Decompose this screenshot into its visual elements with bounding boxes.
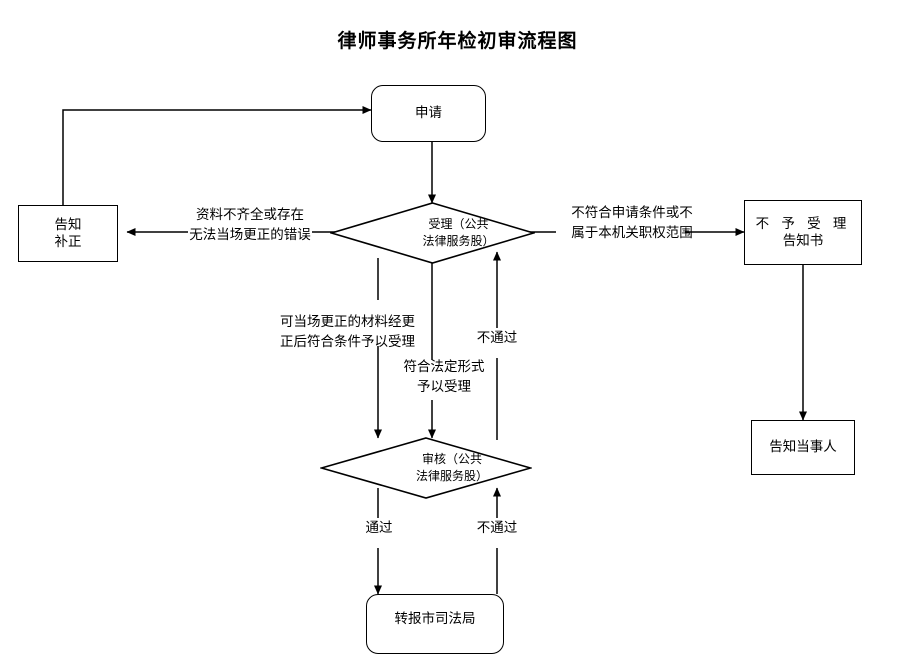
edge-label-correctable-onsite: 可当场更正的材料经更 正后符合条件予以受理 [280,314,415,350]
node-review-diamond-label: 审核（公共 法律服务股） [415,452,488,483]
node-notify-party[interactable]: 告知当事人 [751,420,855,475]
node-accept-diamond-label: 受理（公共 法律服务股） [422,217,495,248]
node-notify-party-label: 告知当事人 [769,439,837,456]
edge-label-legal-form-accept: 符合法定形式 予以受理 [403,359,485,395]
node-no-accept-notice-label-line2: 告知书 [782,232,824,249]
node-review-diamond[interactable]: 审核（公共 法律服务股） [320,437,532,499]
edge-label-incomplete-materials: 资料不齐全或存在 无法当场更正的错误 [189,207,311,243]
edge-label-not-qualified: 不符合申请条件或不 属于本机关职权范围 [571,205,693,241]
node-forward-bureau[interactable]: 转报市司法局 [366,594,504,654]
node-forward-bureau-label: 转报市司法局 [394,610,476,627]
edge-notify-correct-to-apply [62,106,372,205]
review-diamond-shape [320,437,532,499]
node-no-accept-notice-label-line1: 不 予 受 理 [755,215,851,232]
edge-label-review-fail-lower: 不通过 [476,520,518,536]
node-apply-label: 申请 [415,105,442,122]
edge-label-review-fail-upper: 不通过 [476,330,518,346]
node-notify-correct[interactable]: 告知 补正 [18,205,118,262]
node-apply[interactable]: 申请 [371,85,486,142]
edge-label-review-pass: 通过 [365,520,393,536]
node-no-accept-notice[interactable]: 不 予 受 理 告知书 [744,200,862,265]
node-notify-correct-label: 告知 补正 [54,216,82,250]
accept-diamond-shape [330,202,535,264]
page-title: 律师事务所年检初审流程图 [337,30,578,52]
node-accept-diamond[interactable]: 受理（公共 法律服务股） [330,202,535,264]
